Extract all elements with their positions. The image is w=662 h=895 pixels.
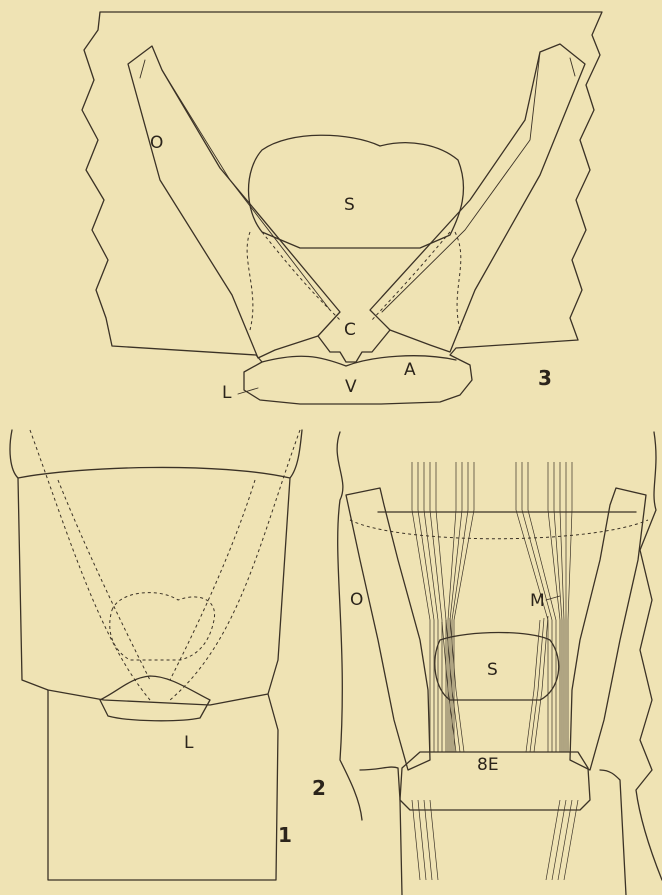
fig1-number: 1 xyxy=(278,823,292,847)
fig2-label-M: M xyxy=(530,591,545,611)
fig3-label-C: C xyxy=(344,320,356,340)
fig3-label-S: S xyxy=(344,195,355,215)
fig2-label-O: O xyxy=(350,590,363,610)
fig1-label-L: L xyxy=(184,733,194,753)
fig3-label-L: L xyxy=(222,383,232,403)
fig3-label-A: A xyxy=(404,360,416,380)
fig3-number: 3 xyxy=(538,366,552,390)
fig2-label-8E: 8E xyxy=(477,755,499,775)
fig3-label-V: V xyxy=(345,377,357,397)
fig3-label-O: O xyxy=(150,133,163,153)
fig2-label-S: S xyxy=(487,660,498,680)
fig2-number: 2 xyxy=(312,776,326,800)
